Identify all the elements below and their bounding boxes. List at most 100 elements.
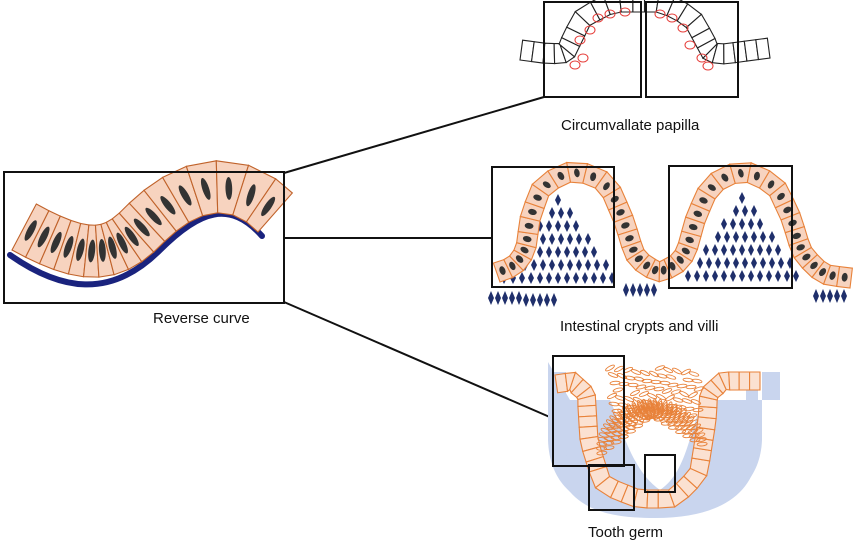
mesenchyme-cell <box>733 205 739 217</box>
intestinal-illustration <box>488 161 853 307</box>
intestine-nucleus <box>651 265 659 275</box>
papilla-cell <box>605 419 616 427</box>
papilla-cell <box>609 415 619 424</box>
mesenchyme-cell <box>721 244 727 256</box>
reverse-nucleus <box>246 184 256 207</box>
papilla-cell <box>672 397 684 403</box>
tooth-frame-bottom-right <box>644 454 676 493</box>
mesenchyme-cell <box>651 283 657 297</box>
mesenchyme-cell <box>724 257 730 269</box>
taste-bud-cell <box>677 23 689 33</box>
papilla-cell <box>675 429 687 434</box>
mesenchyme-cell <box>573 272 579 284</box>
tooth-outer-cell <box>749 371 761 391</box>
connector-to-tooth <box>283 301 553 419</box>
reverse-nucleus <box>108 236 117 259</box>
mesenchyme-cell <box>757 270 763 282</box>
papilla-cell <box>755 37 771 61</box>
connector-lines <box>283 96 553 419</box>
mesenchyme-cell <box>528 272 534 284</box>
intestine-nucleus <box>738 168 744 178</box>
tooth-outer-cell <box>728 371 740 391</box>
intestine-nucleus <box>590 172 597 182</box>
papilla-cell <box>643 406 655 412</box>
mesenchyme-cell <box>488 291 494 305</box>
mesenchyme-cell <box>712 270 718 282</box>
papilla-cell <box>696 441 708 447</box>
mesenchyme-cell <box>630 283 636 297</box>
intestine-nucleus <box>699 197 708 204</box>
papilla-cell <box>665 374 677 380</box>
papilla-cell <box>669 410 681 416</box>
mesenchyme-cell <box>733 257 739 269</box>
mesenchyme-cell <box>576 259 582 271</box>
taste-bud-cell <box>604 9 616 19</box>
mesenchyme-cell <box>793 270 799 282</box>
reverse-curve-frame <box>3 171 285 304</box>
mesenchyme-cell <box>712 244 718 256</box>
mesenchyme-cell <box>769 257 775 269</box>
label-intestinal-crypts-villi: Intestinal crypts and villi <box>560 318 719 335</box>
papilla-cell <box>672 367 682 375</box>
intestine-nucleus <box>520 246 529 254</box>
papilla-cell <box>651 408 663 414</box>
papilla-cell <box>614 365 624 373</box>
mesenchyme-cell <box>739 270 745 282</box>
mesenchyme-cell <box>537 272 543 284</box>
papilla-cell <box>652 400 658 411</box>
intestine-nucleus <box>542 181 551 189</box>
mesenchyme-cell <box>742 231 748 243</box>
papilla-cell <box>632 396 644 404</box>
mesenchyme-cell <box>715 257 721 269</box>
intestine-nucleus <box>829 271 836 280</box>
papilla-cell <box>693 386 705 392</box>
mesenchyme-cell <box>637 283 643 297</box>
mesenchyme-cell <box>591 272 597 284</box>
mesenchyme-cell <box>644 283 650 297</box>
mesenchyme-cell <box>564 246 570 258</box>
mesenchyme-cell <box>820 289 826 303</box>
mesenchyme-cell <box>558 207 564 219</box>
reverse-nucleus <box>225 176 233 200</box>
mesenchyme-cell <box>760 257 766 269</box>
mesenchyme-cell <box>760 231 766 243</box>
intestine-nucleus <box>777 192 785 201</box>
papilla-cell <box>596 441 608 447</box>
mesenchyme-cell <box>551 293 557 307</box>
intestine-nucleus <box>621 222 630 229</box>
reverse-nucleus <box>261 196 276 217</box>
mesenchyme-cell <box>546 272 552 284</box>
reverse-curve-cells <box>11 160 294 278</box>
mesenchyme-cell <box>573 246 579 258</box>
papilla-cell <box>692 407 704 413</box>
taste-bud-cell <box>619 7 631 17</box>
mesenchyme-cell <box>730 244 736 256</box>
mesenchyme-cell <box>523 293 529 307</box>
taste-bud-cell <box>684 40 696 50</box>
mesenchyme-cell <box>757 244 763 256</box>
mesenchyme-cell <box>685 270 691 282</box>
papilla-cell <box>606 392 618 400</box>
mesenchyme-cell <box>544 293 550 307</box>
intestine-nucleus <box>603 182 610 191</box>
mesenchyme-cell <box>697 257 703 269</box>
intestine-nucleus <box>515 255 524 263</box>
label-circumvallate-papilla: Circumvallate papilla <box>561 117 700 134</box>
mesenchyme-cell <box>751 205 757 217</box>
papilla-frame-right <box>645 1 739 98</box>
tooth-outer-cell <box>577 415 598 428</box>
intestine-nucleus <box>660 265 667 275</box>
mesenchyme-cell <box>567 259 573 271</box>
papilla-cell <box>610 439 622 445</box>
papilla-cell <box>677 412 689 418</box>
papilla-cell <box>607 372 619 378</box>
papilla-cell <box>693 427 704 435</box>
papilla-cell <box>603 440 615 446</box>
papilla-cell <box>685 384 697 390</box>
mesenchyme-cell <box>766 244 772 256</box>
intestine-nucleus <box>767 180 775 189</box>
label-reverse-curve: Reverse curve <box>153 310 250 327</box>
papilla-cell <box>616 372 628 380</box>
reverse-nucleus <box>24 220 37 241</box>
